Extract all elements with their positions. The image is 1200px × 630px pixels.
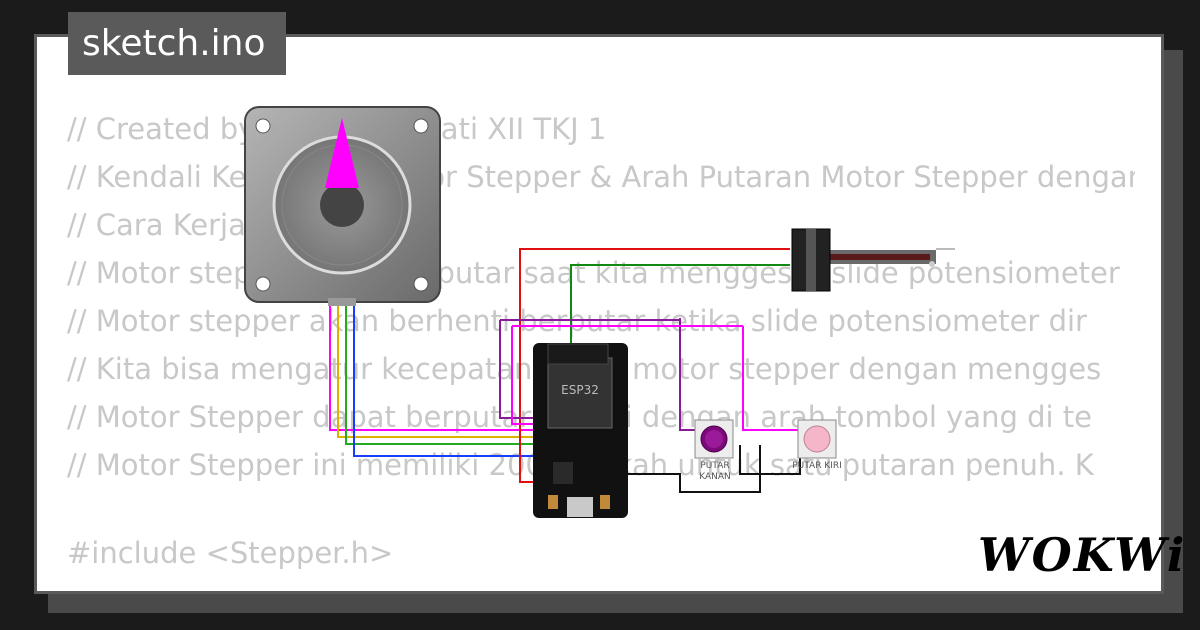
slide-potentiometer[interactable]	[791, 228, 955, 292]
wire-yellow	[337, 300, 540, 438]
wire-blue	[353, 300, 540, 457]
wire-green	[345, 300, 540, 445]
wire-black-1	[628, 445, 761, 493]
code-line: // Motor stepper akan berputar saat kita…	[67, 256, 1120, 290]
wire-black-2	[739, 445, 801, 475]
button-right-label: PUTAR KANAN	[699, 461, 731, 482]
wire-magenta-2	[742, 326, 800, 431]
wires	[329, 248, 801, 493]
wire-magenta	[329, 300, 540, 431]
code-line: // Cara Kerja	[67, 208, 246, 242]
wire-purple-3	[499, 320, 540, 419]
button-putar-kiri[interactable]	[797, 419, 837, 459]
file-tab[interactable]: sketch.ino	[68, 12, 286, 75]
wokwi-logo: WOKWi	[978, 528, 1187, 582]
include-line: #include <Stepper.h>	[67, 536, 394, 570]
button-left-label: PUTAR KIRI	[792, 461, 842, 471]
wire-magenta-4	[511, 326, 540, 425]
esp32-board[interactable]: ESP32	[533, 343, 628, 518]
stepper-motor[interactable]	[244, 106, 441, 306]
chip-label: ESP32	[561, 383, 599, 397]
button-putar-kanan[interactable]	[694, 419, 734, 459]
stepper-needle	[325, 118, 359, 188]
wire-red	[519, 248, 790, 483]
wire-purple	[679, 318, 700, 431]
